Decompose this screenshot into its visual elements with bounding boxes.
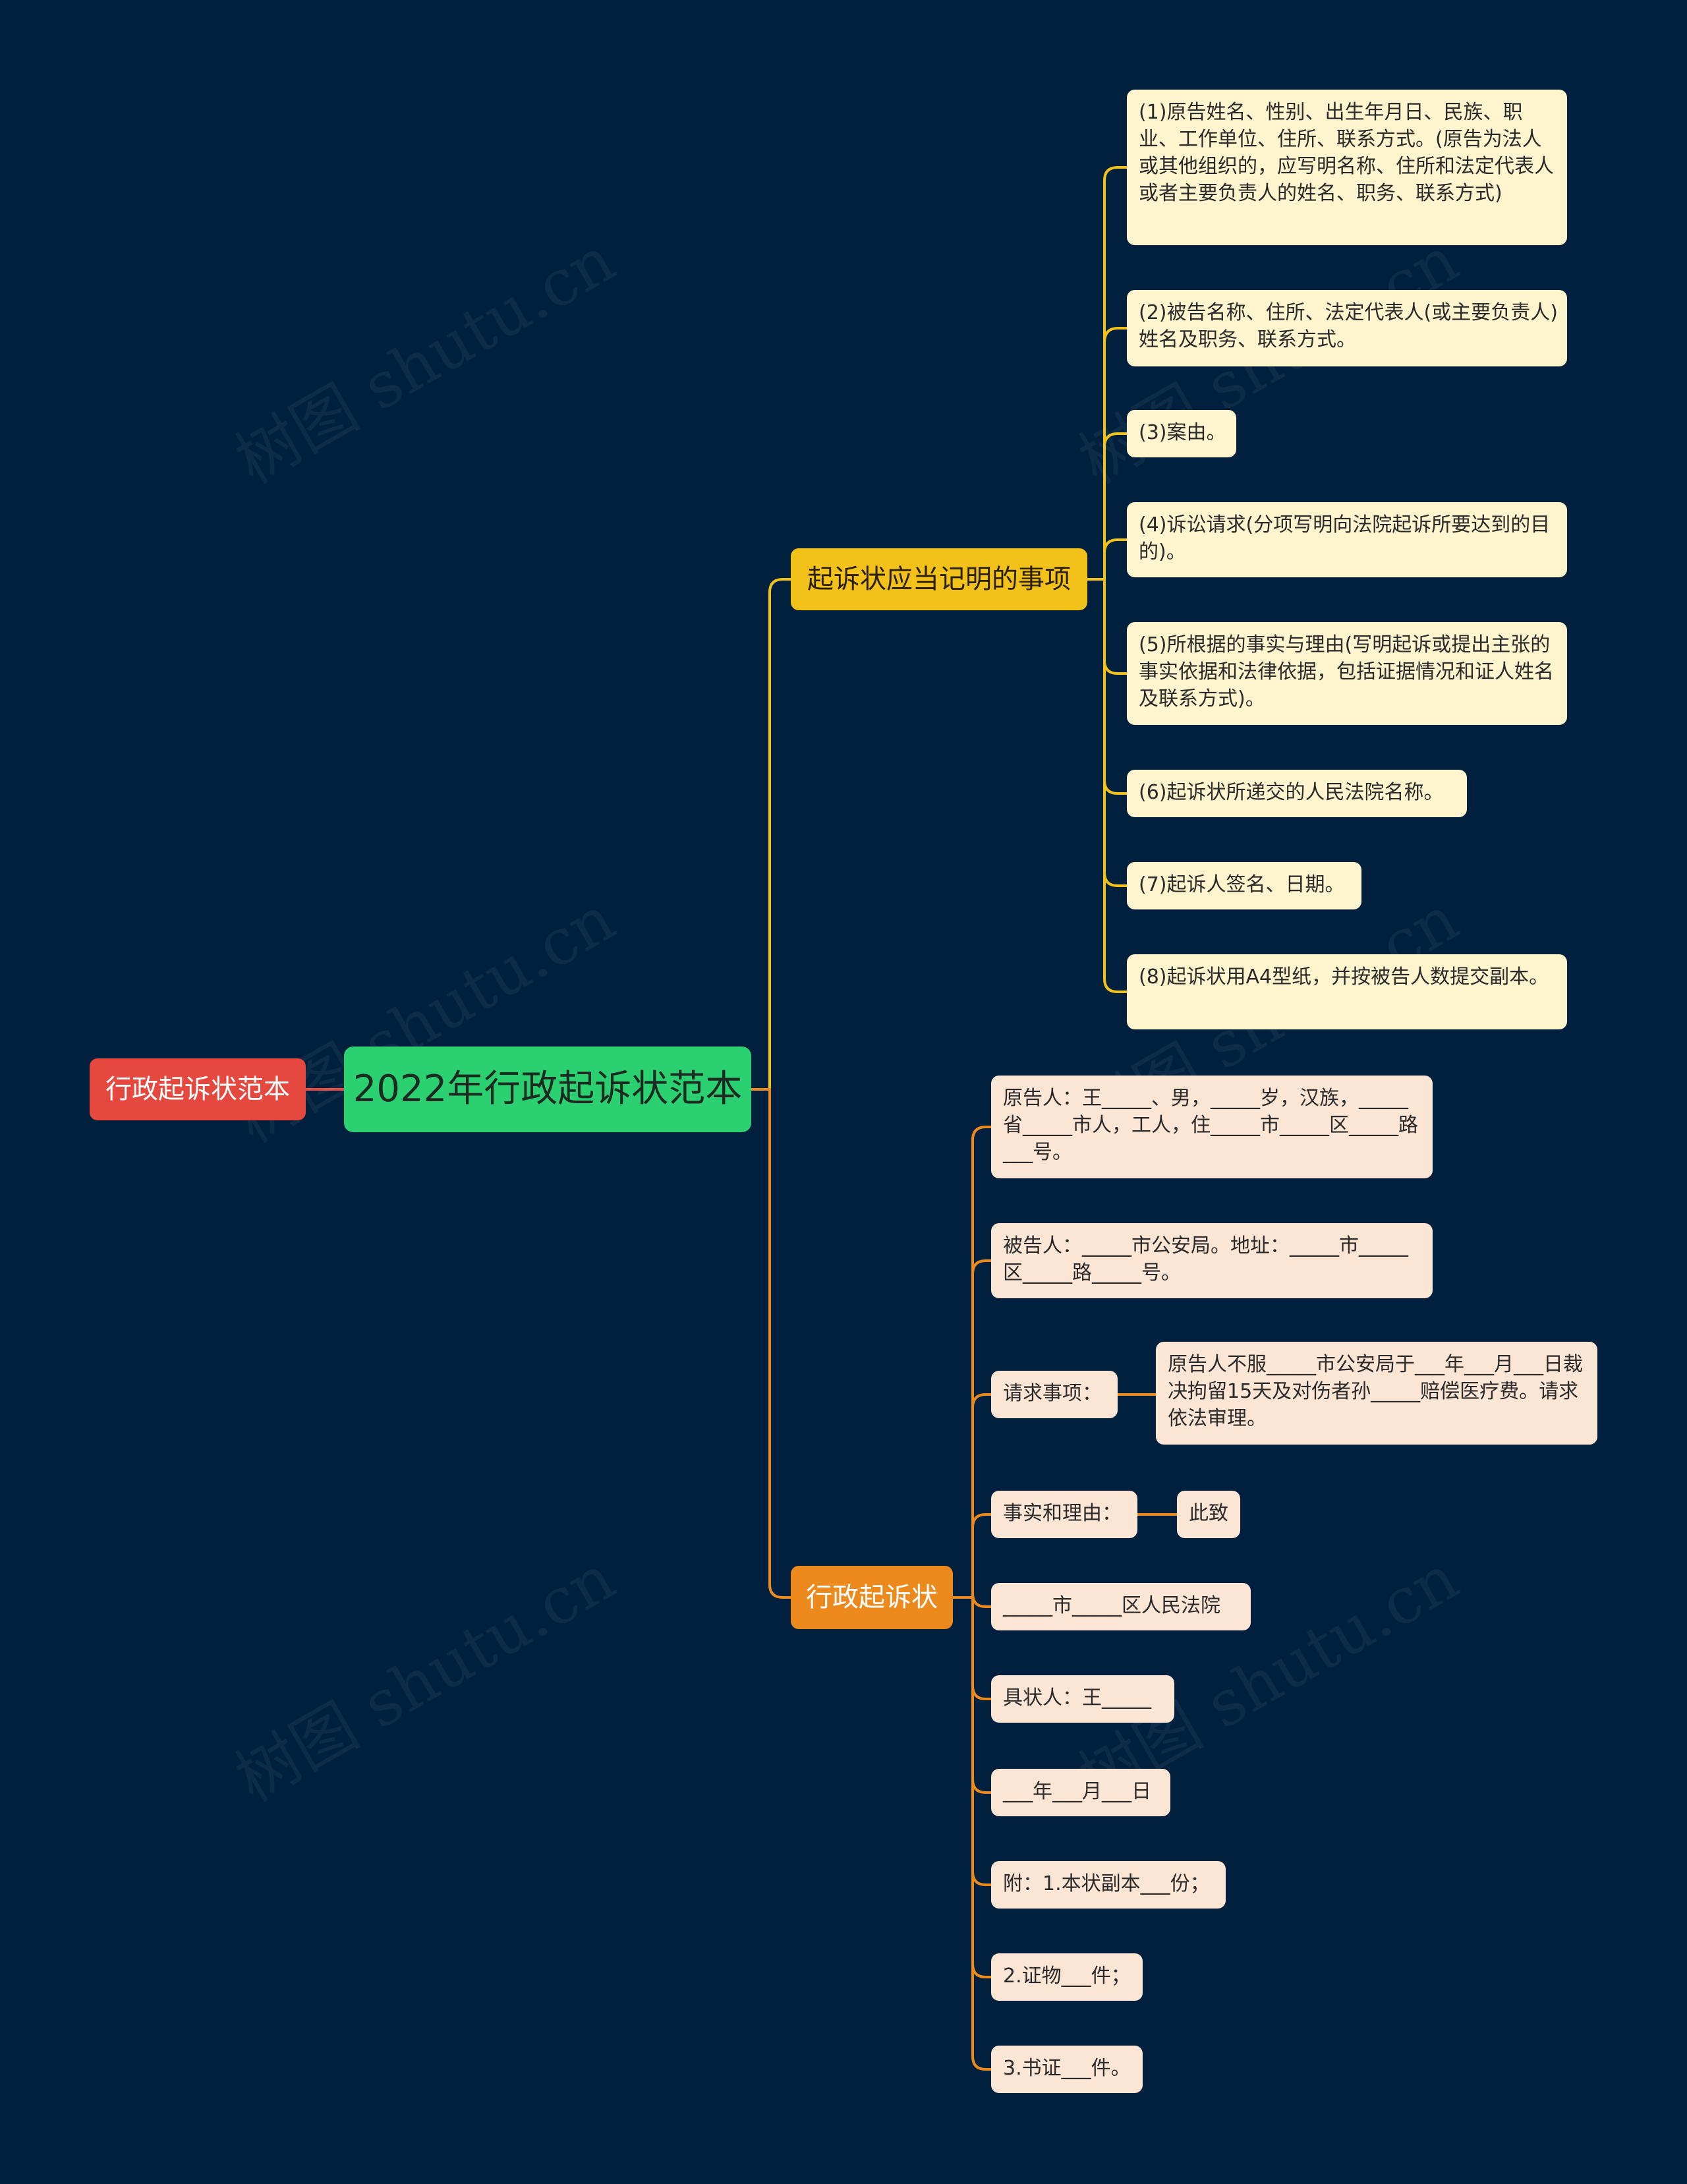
leaf-node-attachment-evidence[interactable]: 2.证物___件； (991, 1953, 1143, 2001)
leaf-node-plaintiff[interactable]: 原告人：王_____、男，_____岁，汉族，_____省_____市人，工人，… (991, 1076, 1433, 1178)
link-b1-item7 (1103, 779, 1128, 887)
link-b1-item5 (1103, 578, 1128, 675)
link-b2-item3 (971, 1393, 992, 1409)
link-b2-item5 (971, 1593, 992, 1608)
link-b2-item7 (971, 1684, 992, 1794)
leaf-node-signer[interactable]: 具状人：王_____ (991, 1675, 1174, 1723)
leaf-node[interactable]: (7)起诉人签名、日期。 (1127, 862, 1361, 909)
left-topic-node[interactable]: 行政起诉状范本 (90, 1058, 306, 1120)
leaf-node-facts[interactable]: 事实和理由： (991, 1491, 1137, 1538)
leaf-node-attachment-documents[interactable]: 3.书证___件。 (991, 2046, 1143, 2093)
link-b2-item9 (971, 1870, 992, 1978)
leaf-node[interactable]: (5)所根据的事实与理由(写明起诉或提出主张的事实依据和法律依据，包括证据情况和… (1127, 622, 1567, 725)
link-b1-item1 (1086, 166, 1128, 581)
leaf-node-defendant[interactable]: 被告人：_____市公安局。地址：_____市_____区_____路_____… (991, 1223, 1433, 1298)
link-b2-item1 (952, 1126, 992, 1599)
branch-node-complaint[interactable]: 行政起诉状 (791, 1566, 953, 1629)
link-b1-item4 (1103, 538, 1128, 554)
link-root-branch1 (750, 578, 792, 1091)
leaf-node-court[interactable]: _____市_____区人民法院 (991, 1583, 1251, 1630)
leaf-node-date[interactable]: ___年___月___日 (991, 1769, 1170, 1816)
leaf-node[interactable]: (2)被告名称、住所、法定代表人(或主要负责人)姓名及职务、联系方式。 (1127, 290, 1567, 366)
link-b1-item2 (1103, 327, 1128, 344)
link-b2-item6 (971, 1596, 992, 1700)
leaf-node[interactable]: (1)原告姓名、性别、出生年月日、民族、职业、工作单位、住所、联系方式。(原告为… (1127, 90, 1567, 245)
link-root-branch2 (750, 1088, 792, 1599)
root-topic-node[interactable]: 2022年行政起诉状范本 (344, 1047, 751, 1132)
leaf-node-request[interactable]: 请求事项： (991, 1371, 1118, 1418)
link-b2-item10 (971, 1963, 992, 2071)
link-b1-item8 (1103, 871, 1128, 993)
leaf-node[interactable]: (6)起诉状所递交的人民法院名称。 (1127, 770, 1467, 817)
link-b1-item3 (1103, 432, 1128, 448)
link-b2-item8 (971, 1778, 992, 1886)
leaf-node-attachment-copies[interactable]: 附：1.本状副本___份； (991, 1861, 1226, 1909)
leaf-node[interactable]: (8)起诉状用A4型纸，并按被告人数提交副本。 (1127, 954, 1567, 1029)
leaf-node[interactable]: (3)案由。 (1127, 410, 1236, 457)
leaf-node[interactable]: (4)诉讼请求(分项写明向法院起诉所要达到的目的)。 (1127, 502, 1567, 577)
link-b2-item4 (971, 1513, 992, 1529)
leaf-node-request-detail[interactable]: 原告人不服_____市公安局于___年___月___日裁决拘留15天及对伤者孙_… (1156, 1342, 1597, 1445)
leaf-node-facts-detail[interactable]: 此致 (1177, 1491, 1240, 1538)
link-b1-item6 (1103, 659, 1128, 795)
branch-node-required-items[interactable]: 起诉状应当记明的事项 (791, 548, 1087, 610)
link-b2-item2 (971, 1259, 992, 1275)
